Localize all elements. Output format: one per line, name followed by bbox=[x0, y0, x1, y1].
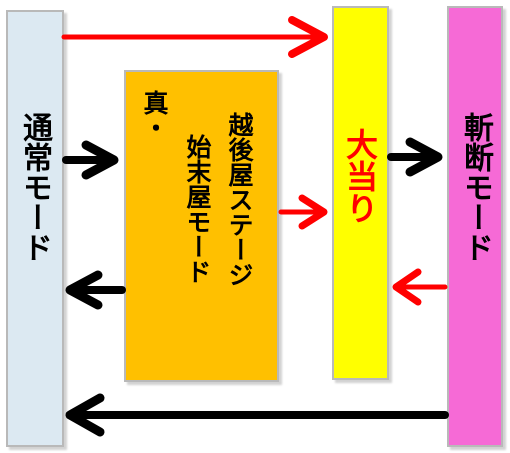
zanmode-label: 斬断モード bbox=[458, 112, 493, 262]
shin-label: 真・ bbox=[140, 90, 169, 140]
normal-mode-label: 通常モード bbox=[17, 112, 52, 262]
arrow-echigo-to-normal bbox=[65, 270, 126, 310]
shin-shimatsuya-mode-label: 始末屋モード bbox=[183, 134, 212, 284]
zanmode-box bbox=[447, 6, 503, 447]
jackpot-box bbox=[332, 6, 389, 380]
arrow-zanmode-to-normal bbox=[65, 393, 449, 437]
arrow-jackpot-to-zanmode bbox=[387, 137, 443, 177]
jackpot-label: 大当り bbox=[341, 128, 379, 224]
arrow-normal-to-echigo bbox=[62, 140, 119, 180]
normal-mode-box bbox=[6, 10, 64, 447]
arrow-zanmode-to-jackpot bbox=[392, 268, 448, 306]
arrow-echigo-to-jackpot bbox=[278, 194, 328, 230]
echigo-stage-label: 越後屋ステージ bbox=[225, 112, 254, 287]
arrow-normal-to-jackpot bbox=[61, 16, 328, 58]
echigo-stage-box bbox=[124, 70, 279, 382]
